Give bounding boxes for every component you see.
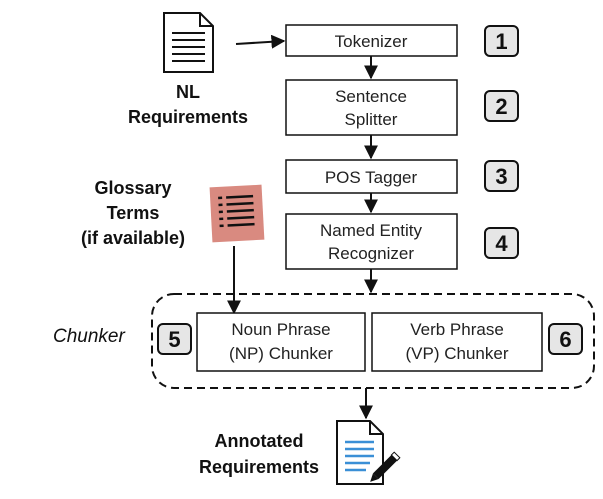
np-chunker-line2: (NP) Chunker [229, 344, 333, 363]
vp-chunker-box [371, 312, 543, 372]
vp-chunker-line2: (VP) Chunker [406, 344, 509, 363]
np-chunker-line1: Noun Phrase [231, 320, 330, 339]
annotated-label-line1: Annotated [215, 431, 304, 451]
chunker-label: Chunker [53, 326, 125, 347]
pos-tagger-box [285, 159, 458, 194]
ner-line1: Named Entity [320, 221, 423, 240]
step-6-badge [548, 323, 583, 355]
glossary-label-line2: Terms [107, 203, 160, 223]
step-5-badge [157, 323, 192, 355]
sentence-splitter-line1: Sentence [335, 87, 407, 106]
step-6-number: 6 [559, 327, 571, 352]
glossary-note-icon [209, 184, 265, 243]
step-4-badge [484, 227, 519, 259]
step-2-badge [484, 90, 519, 122]
tokenizer-label: Tokenizer [335, 32, 408, 51]
vp-chunker-line1: Verb Phrase [410, 320, 504, 339]
step-1-number: 1 [495, 29, 507, 54]
annotated-document-icon [336, 420, 384, 485]
ner-box [285, 213, 458, 270]
annotated-label-line2: Requirements [199, 457, 319, 477]
nl-label-line2: Requirements [128, 107, 248, 127]
np-chunker-box [196, 312, 366, 372]
step-3-badge [484, 160, 519, 192]
step-5-number: 5 [168, 327, 180, 352]
chunker-container [151, 293, 595, 389]
glossary-label-line3: (if available) [81, 228, 185, 248]
step-3-number: 3 [495, 164, 507, 189]
arrow-doc-to-tokenizer [235, 34, 286, 49]
tokenizer-box [285, 24, 458, 57]
document-icon [163, 12, 214, 73]
glossary-label-line1: Glossary [94, 178, 171, 198]
step-4-number: 4 [495, 231, 508, 256]
pos-tagger-label: POS Tagger [325, 168, 418, 187]
nl-label-line1: NL [176, 82, 200, 102]
sentence-splitter-line2: Splitter [345, 110, 398, 129]
ner-line2: Recognizer [328, 244, 414, 263]
step-2-number: 2 [495, 94, 507, 119]
step-1-badge [484, 25, 519, 57]
